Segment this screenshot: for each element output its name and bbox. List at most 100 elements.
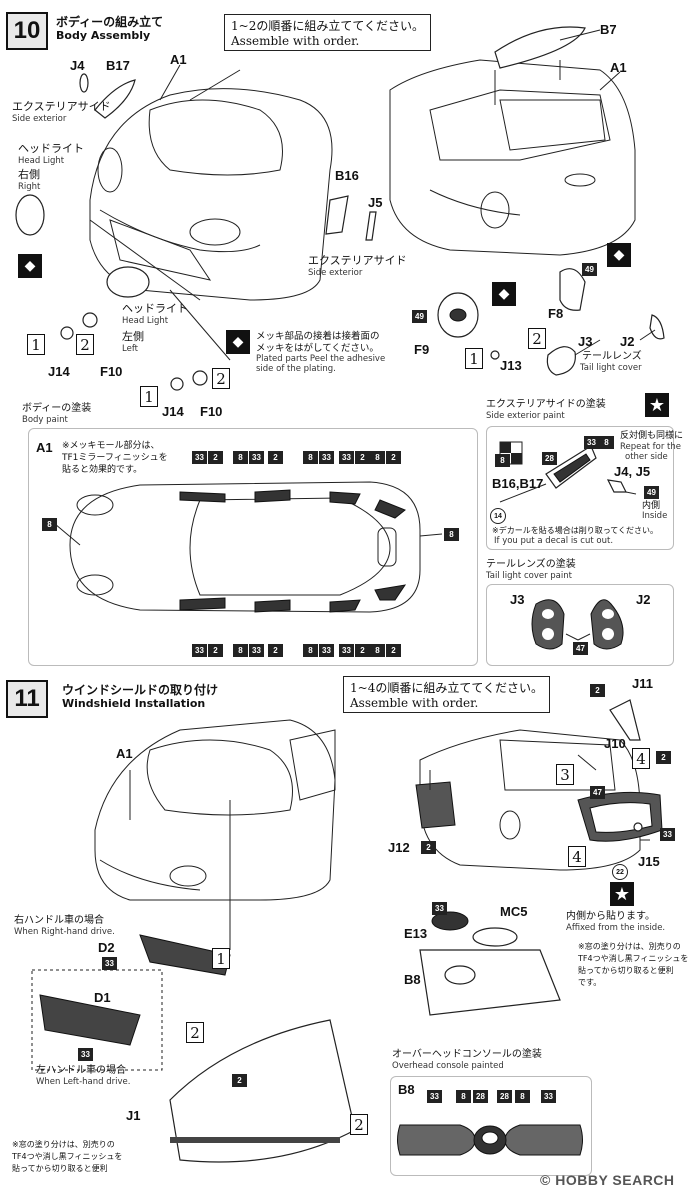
lhd-jp: 左ハンドル車の場合 (36, 1065, 126, 1076)
part-label-b8-paint: B8 (398, 1082, 415, 1097)
part-label-j5: J5 (368, 195, 383, 210)
part-label-b17: B17 (106, 58, 130, 73)
ov-tag-33-a: 33 (427, 1090, 442, 1103)
watermark-text: HOBBY SEARCH (555, 1172, 675, 1188)
order-1-c: 1 (140, 386, 158, 407)
side-exterior-jp-1: エクステリアサイド (12, 100, 111, 113)
step-11-order-note: 1~4の順番に組み立ててください。 Assemble with order. (343, 676, 550, 713)
rhd-en: When Right-hand drive. (14, 927, 115, 937)
body-paint-jp: ボディーの塗装 (22, 403, 92, 414)
j11-tag-2: 2 (590, 684, 605, 697)
tail-paint-en: Tail light cover paint (486, 571, 572, 581)
paint-tag-top-33-c: 33 (319, 451, 334, 464)
star-icon-1: ★ (645, 393, 669, 417)
part-label-j14-b: J14 (162, 404, 184, 419)
color-tag-49-a: 49 (412, 310, 427, 323)
paint-tag-top-8-c: 8 (370, 451, 385, 464)
paint-tag-top-33-a: 33 (192, 451, 207, 464)
tail-light-jp: テールレンズ (582, 351, 642, 362)
side-paint-jp: エクステリアサイドの塗装 (486, 399, 606, 410)
plated-note-jp-2: メッキをはがしてください。 (256, 343, 379, 354)
part-label-a1-11: A1 (116, 746, 133, 761)
part-label-j11: J11 (632, 676, 653, 691)
order-2-11a: 2 (186, 1022, 204, 1043)
side-paint-en: Side exterior paint (486, 411, 565, 421)
paint-flag-icon-1: ◆ (18, 254, 42, 278)
paint-tag-bot-33-d: 33 (339, 644, 354, 657)
j15-tag-33: 33 (660, 828, 675, 841)
paint-tag-top-2-c: 2 (355, 451, 370, 464)
step-10-drawing (15, 26, 665, 391)
part-label-f10-b: F10 (200, 404, 223, 419)
overhead-jp: オーバーヘッドコンソールの塗装 (392, 1049, 542, 1060)
window-note-r-1: ※窓の塗り分けは、別売りの (578, 942, 681, 951)
d1-tag-33: 33 (78, 1048, 93, 1061)
step-11-title-jp: ウインドシールドの取り付け (62, 683, 219, 697)
plated-note-jp-1: メッキ部品の接着は接着面の (256, 331, 380, 342)
paint-tag-bot-33-a: 33 (192, 644, 207, 657)
left-jp: 左側 (122, 330, 144, 343)
repeat-jp: 反対側も同様に (620, 431, 684, 441)
body-paint-panel (28, 428, 478, 666)
headlight-en-right: Head Light (18, 156, 65, 166)
part-label-a1-top: A1 (170, 52, 187, 67)
step-10-title-en: Body Assembly (56, 29, 151, 42)
step-10-order-note: 1~2の順番に組み立ててください。 Assemble with order. (224, 14, 431, 51)
tail-paint-tag-47: 47 (573, 642, 588, 655)
chrome-note-jp-3: 貼ると効果的です。 (62, 465, 143, 475)
step-11-number: 11 (6, 680, 48, 718)
part-label-e13: E13 (404, 926, 428, 941)
right-en: Right (18, 182, 41, 192)
color-tag-49-b: 49 (582, 263, 597, 276)
j10-tag-2: 2 (656, 751, 671, 764)
copyright-symbol: © (540, 1172, 551, 1188)
part-label-j14-a: J14 (48, 364, 70, 379)
paint-tag-left-8: 8 (42, 518, 57, 531)
ov-tag-33-b: 33 (541, 1090, 556, 1103)
side-inside-jp: 内側 (642, 501, 661, 511)
side-paint-tag-28: 28 (542, 452, 557, 465)
paint-tag-top-8-a: 8 (233, 451, 248, 464)
tail-paint-jp: テールレンズの塗装 (486, 559, 576, 570)
decal-note-jp: ※デカールを貼る場合は削り取ってください。 (492, 526, 659, 535)
headlight-en-left: Head Light (122, 316, 169, 326)
right-jp: 右側 (18, 168, 40, 181)
part-label-d1: D1 (94, 990, 111, 1005)
order-note-en-11: Assemble with order. (350, 696, 479, 710)
paint-tag-top-2-d: 2 (386, 451, 401, 464)
side-paint-tag-49: 49 (644, 486, 659, 499)
paint-tag-bot-33-b: 33 (249, 644, 264, 657)
part-label-b8: B8 (404, 972, 421, 987)
side-exterior-jp-2: エクステリアサイド (308, 254, 407, 267)
part-label-j2: J2 (620, 334, 635, 349)
order-4-b: 4 (568, 846, 586, 867)
paint-tag-bot-8-a: 8 (233, 644, 248, 657)
tail-light-en: Tail light cover (580, 363, 642, 373)
paint-tag-top-2-a: 2 (208, 451, 223, 464)
part-label-j2-paint: J2 (636, 592, 651, 607)
side-inside-en: Inside (642, 511, 668, 521)
paint-tag-bot-2-c: 2 (355, 644, 370, 657)
order-1-b: 1 (465, 348, 483, 369)
decal-note-en: If you put a decal is cut out. (494, 536, 614, 546)
circle-22: 22 (612, 864, 628, 880)
order-4-a: 4 (632, 748, 650, 769)
paint-tag-bot-8-c: 8 (370, 644, 385, 657)
headlight-jp-right: ヘッドライト (18, 142, 84, 155)
affixed-en: Affixed from the inside. (566, 923, 666, 933)
lhd-en: When Left-hand drive. (36, 1077, 131, 1087)
part-label-f9: F9 (414, 342, 430, 357)
order-2-a: 2 (76, 334, 94, 355)
watermark: © HOBBY SEARCH (540, 1172, 675, 1188)
paint-tag-bot-2-b: 2 (268, 644, 283, 657)
paint-tag-bot-33-c: 33 (319, 644, 334, 657)
paint-tag-top-33-b: 33 (249, 451, 264, 464)
part-label-j10: J10 (604, 736, 626, 751)
step-11-drawing (31, 699, 663, 1163)
paint-tag-top-33-d: 33 (339, 451, 354, 464)
order-note-jp-11: 1~4の順番に組み立ててください。 (350, 681, 543, 695)
ov-tag-8-b: 8 (515, 1090, 530, 1103)
overhead-drawing (397, 1124, 583, 1156)
part-label-d2: D2 (98, 940, 115, 955)
step-10-number: 10 (6, 12, 48, 50)
